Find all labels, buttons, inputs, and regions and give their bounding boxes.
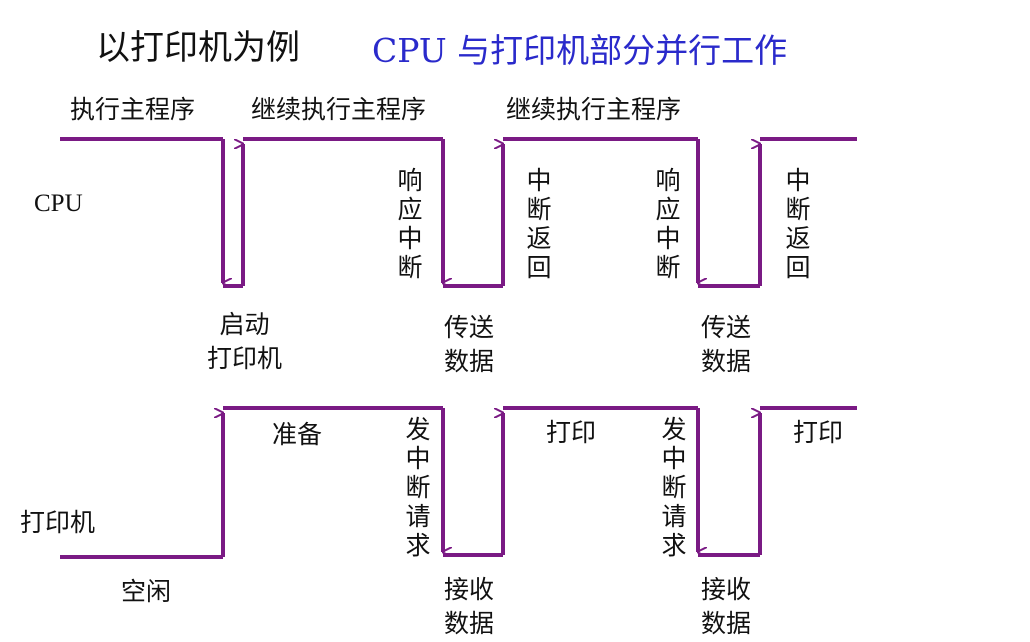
printer-top-label: 准备 (272, 420, 323, 449)
printer-bottom-label: 接收 数据 (701, 575, 752, 638)
printer-bottom-label: 空闲 (121, 577, 172, 606)
cpu-bottom-label: 传送 数据 (701, 313, 752, 376)
cpu-top-label: 继续执行主程序 (506, 95, 682, 124)
cpu-vertical-label: 中断返回 (526, 166, 552, 282)
printer-waveform (60, 406, 857, 559)
cpu-bottom-label: 启动 打印机 (207, 310, 283, 373)
cpu-top-label: 执行主程序 (70, 95, 196, 124)
cpu-vertical-label: 响应中断 (655, 166, 681, 282)
page-title: 以打印机为例 (96, 28, 300, 68)
cpu-vertical-label: 响应中断 (397, 166, 423, 282)
cpu-bottom-label: 传送 数据 (444, 313, 495, 376)
cpu-top-label: 继续执行主程序 (251, 95, 427, 124)
printer-top-label: 打印 (793, 418, 844, 447)
printer-row-label: 打印机 (20, 508, 96, 537)
printer-vertical-label: 发中断请求 (661, 415, 687, 560)
cpu-vertical-label: 中断返回 (785, 166, 811, 282)
printer-bottom-label: 接收 数据 (444, 575, 495, 638)
cpu-waveform (60, 137, 857, 288)
printer-top-label: 打印 (546, 418, 597, 447)
page-subtitle: CPU 与打印机部分并行工作 (372, 31, 788, 70)
printer-vertical-label: 发中断请求 (405, 415, 431, 560)
cpu-row-label: CPU (34, 190, 83, 217)
